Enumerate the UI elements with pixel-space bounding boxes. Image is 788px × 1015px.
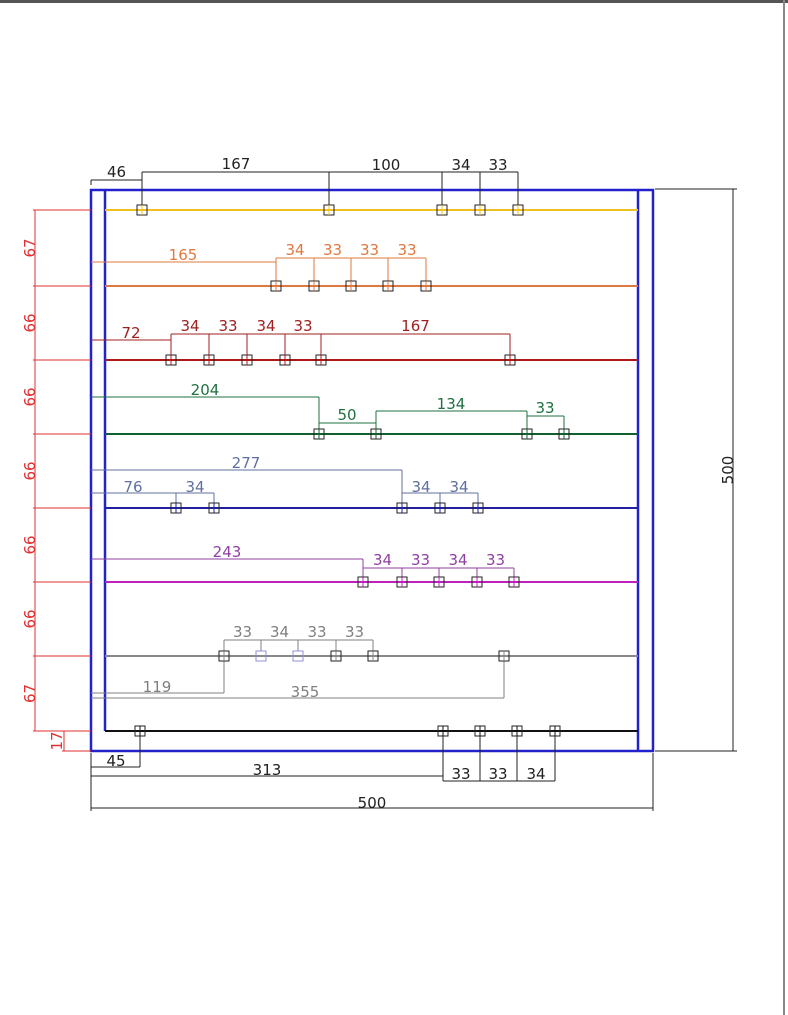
row-5-dim-label: 277: [232, 454, 261, 472]
row-4-dim-label: 33: [535, 399, 554, 417]
row-2-dim-label: 165: [169, 246, 198, 264]
row-8-dim-label: 33: [488, 765, 507, 783]
row-5-dim-label: 34: [449, 478, 468, 496]
row-7-dim-label: 355: [291, 683, 320, 701]
vertical-dim-label: 66: [21, 387, 39, 406]
vertical-dim-label: 66: [21, 461, 39, 480]
row-1-dim-label: 167: [222, 155, 251, 173]
row-4-dim-label: 204: [191, 381, 220, 399]
row-4-dim-label: 50: [337, 406, 356, 424]
row-2-dim-label: 33: [360, 241, 379, 259]
row-7-dim-label: 33: [345, 623, 364, 641]
vertical-dim-label: 66: [21, 609, 39, 628]
row-6-dim-label: 33: [486, 551, 505, 569]
row-8-dim-label: 313: [253, 761, 282, 779]
row-3-dim-label: 34: [256, 317, 275, 335]
hidden-hole-marker: [255, 650, 267, 662]
row-1-dim-label: 34: [451, 156, 470, 174]
row-2-dim-label: 34: [285, 241, 304, 259]
vertical-dim-label: 66: [21, 535, 39, 554]
row-6-dim-label: 243: [213, 543, 242, 561]
row-1-dim-label: 100: [372, 156, 401, 174]
row-3-dim-label: 33: [293, 317, 312, 335]
row-6-dim-label: 34: [373, 551, 392, 569]
vertical-dim-label: 17: [48, 731, 66, 750]
row-6-dim-label: 34: [448, 551, 467, 569]
vertical-dim-label: 67: [21, 684, 39, 703]
row-7-dim-label: 33: [307, 623, 326, 641]
row-3-dim-label: 167: [401, 317, 430, 335]
row-3-dim-label: 72: [121, 324, 140, 342]
row-7-dim-label: 33: [233, 623, 252, 641]
row-3-dim-label: 34: [180, 317, 199, 335]
row-5-dim-label: 76: [123, 478, 142, 496]
row-2-dim-label: 33: [397, 241, 416, 259]
vertical-dim-label: 67: [21, 238, 39, 257]
hidden-hole-marker: [292, 650, 304, 662]
row-1-dim-label: 33: [488, 156, 507, 174]
overall-width-label: 500: [358, 794, 387, 812]
row-8-dim-label: 45: [106, 752, 125, 770]
row-5-dim-label: 34: [185, 478, 204, 496]
vertical-dim-label: 66: [21, 313, 39, 332]
row-1-dim-label: 46: [107, 163, 126, 181]
row-8-dim-label: 34: [526, 765, 545, 783]
row-5-dim-label: 34: [411, 478, 430, 496]
row-7-dim-label: 119: [143, 678, 172, 696]
row-7-dim-label: 34: [270, 623, 289, 641]
overall-height-label: 500: [719, 456, 737, 485]
row-2-dim-label: 33: [323, 241, 342, 259]
row-4-dim-label: 134: [437, 395, 466, 413]
row-3-dim-label: 33: [218, 317, 237, 335]
row-6-dim-label: 33: [411, 551, 430, 569]
row-8-dim-label: 33: [451, 765, 470, 783]
